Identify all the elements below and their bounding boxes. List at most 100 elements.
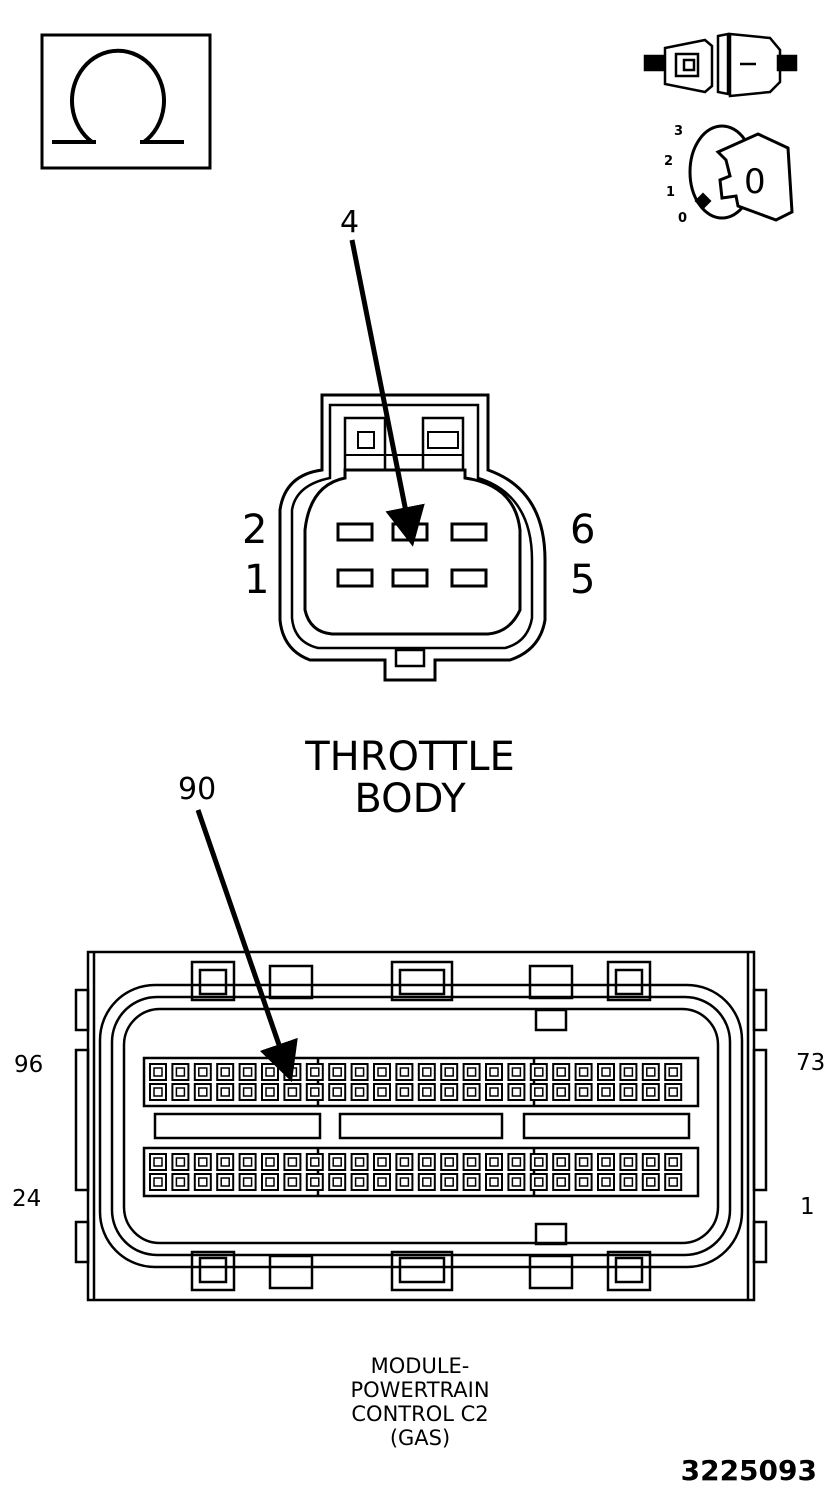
pcm-pin-terminal xyxy=(578,1087,589,1097)
pcm-pin-terminal xyxy=(153,1157,163,1167)
pcm-pin-terminal xyxy=(265,1177,275,1187)
pcm-pin-cavity xyxy=(485,1063,503,1081)
pcm-pin-terminal xyxy=(646,1177,656,1187)
pcm-pin-cavity xyxy=(485,1083,503,1101)
pcm-pin-cavity xyxy=(350,1083,369,1101)
pcm-pin-terminal xyxy=(265,1087,275,1097)
figure-number: 3225093 xyxy=(680,1454,817,1487)
pcm-pin-terminal xyxy=(220,1177,230,1187)
pcm-pin-terminal xyxy=(534,1067,544,1077)
pcm-pin-cavity xyxy=(373,1083,391,1101)
pcm-pin-cavity xyxy=(552,1063,571,1081)
pcm-pin-terminal xyxy=(511,1177,522,1187)
throttle-pin-label-5: 5 xyxy=(570,557,596,603)
pcm-pin-cavity xyxy=(440,1173,459,1191)
pcm-pin-cavity xyxy=(529,1083,548,1101)
pcm-pin-cavity xyxy=(552,1173,571,1191)
pcm-pin-terminal xyxy=(511,1157,522,1167)
pcm-pin-cavity xyxy=(373,1063,391,1081)
pcm-pin-cavity xyxy=(462,1153,481,1171)
pcm-pin-terminal xyxy=(556,1157,566,1167)
pcm-pin-terminal xyxy=(489,1177,499,1187)
pcm-pin-terminal xyxy=(578,1067,589,1077)
pcm-pin-terminal xyxy=(556,1067,566,1077)
pcm-pin-terminal xyxy=(175,1067,186,1077)
pcm-pin-terminal xyxy=(377,1157,387,1167)
pcm-pin-terminal xyxy=(175,1087,186,1097)
pcm-pin-cavity xyxy=(574,1063,593,1081)
pcm-pin-cavity xyxy=(641,1083,660,1101)
pcm-pin-terminal xyxy=(556,1177,566,1187)
pcm-pin-terminal xyxy=(578,1157,589,1167)
pcm-pin-terminal xyxy=(242,1087,253,1097)
pcm-pin-terminal xyxy=(310,1177,320,1187)
pcm-pin-cavity xyxy=(664,1153,683,1171)
pcm-pin-terminal xyxy=(242,1067,253,1077)
pcm-pin-terminal xyxy=(534,1177,544,1187)
pcm-pin-terminal xyxy=(601,1177,611,1187)
pcm-pin-cavity xyxy=(373,1173,391,1191)
pcm-pin-cavity xyxy=(485,1173,503,1191)
pcm-pin-cavity xyxy=(619,1063,638,1081)
pcm-pin-cavity xyxy=(283,1153,302,1171)
pcm-pin-cavity xyxy=(440,1063,459,1081)
pcm-pin-terminal xyxy=(287,1087,298,1097)
pcm-pin-terminal xyxy=(646,1157,656,1167)
pcm-pin-terminal xyxy=(511,1067,522,1077)
pcm-pin-cavity xyxy=(238,1083,257,1101)
pcm-pin-terminal xyxy=(354,1067,365,1077)
pcm-pin-cavity xyxy=(507,1173,526,1191)
pcm-pin-cavity xyxy=(171,1083,190,1101)
pcm-pin-cavity xyxy=(328,1173,347,1191)
pcm-pin-cavity xyxy=(171,1063,190,1081)
pcm-pin-cavity xyxy=(395,1153,414,1171)
pcm-pin-terminal xyxy=(242,1177,253,1187)
pcm-pin-terminal xyxy=(623,1177,634,1187)
pcm-pin-cavity xyxy=(597,1063,615,1081)
ohm-meter-icon xyxy=(40,33,212,170)
pcm-pin-terminal xyxy=(153,1067,163,1077)
pcm-pin-label-1: 1 xyxy=(800,1194,815,1220)
pcm-pin-cavity xyxy=(149,1173,167,1191)
ignition-key-off-icon: 3 2 1 0 0 xyxy=(664,124,794,226)
title-line: POWERTRAIN xyxy=(350,1378,490,1402)
pcm-pin-terminal xyxy=(601,1157,611,1167)
pcm-pin-cavity xyxy=(395,1063,414,1081)
pcm-pin-cavity xyxy=(238,1153,257,1171)
pcm-pin-cavity xyxy=(574,1083,593,1101)
pcm-pin-cavity xyxy=(193,1153,212,1171)
pcm-pin-cavity xyxy=(597,1153,615,1171)
pcm-pin-terminal xyxy=(332,1067,342,1077)
pcm-pin-cavity xyxy=(328,1063,347,1081)
pcm-pin-terminal xyxy=(198,1087,208,1097)
pcm-pin-cavity xyxy=(619,1153,638,1171)
pcm-pin-terminal xyxy=(332,1177,342,1187)
pcm-pin-terminal xyxy=(310,1157,320,1167)
pcm-pin-cavity xyxy=(417,1173,436,1191)
throttle-callout-arrow xyxy=(349,239,425,547)
pcm-pin-terminal xyxy=(444,1177,454,1187)
pcm-pin-cavity xyxy=(149,1083,167,1101)
pcm-pin-terminal xyxy=(310,1067,320,1077)
pcm-pin-terminal xyxy=(444,1067,454,1077)
pcm-pin-cavity xyxy=(664,1083,683,1101)
pcm-pin-terminal xyxy=(668,1087,678,1097)
pcm-pin-terminal xyxy=(668,1157,678,1167)
pcm-pin-terminal xyxy=(265,1157,275,1167)
pcm-pin-terminal xyxy=(175,1157,186,1167)
pcm-pin-terminal xyxy=(242,1157,253,1167)
pcm-pin-cavity xyxy=(149,1153,167,1171)
pcm-pin-terminal xyxy=(153,1087,163,1097)
pcm-pin-cavity xyxy=(462,1173,481,1191)
pcm-pin-terminal xyxy=(220,1067,230,1077)
pcm-pin-terminal xyxy=(646,1087,656,1097)
disconnected-connector-icon xyxy=(643,32,798,98)
pcm-pin-terminal xyxy=(399,1177,410,1187)
pcm-pin-terminal xyxy=(332,1087,342,1097)
pcm-pin-cavity xyxy=(507,1083,526,1101)
pcm-pin-cavity xyxy=(261,1083,279,1101)
pcm-pin-cavity xyxy=(193,1063,212,1081)
pcm-pin-cavity xyxy=(507,1153,526,1171)
pcm-pin-cavity xyxy=(305,1153,324,1171)
pcm-pin-cavity xyxy=(462,1083,481,1101)
